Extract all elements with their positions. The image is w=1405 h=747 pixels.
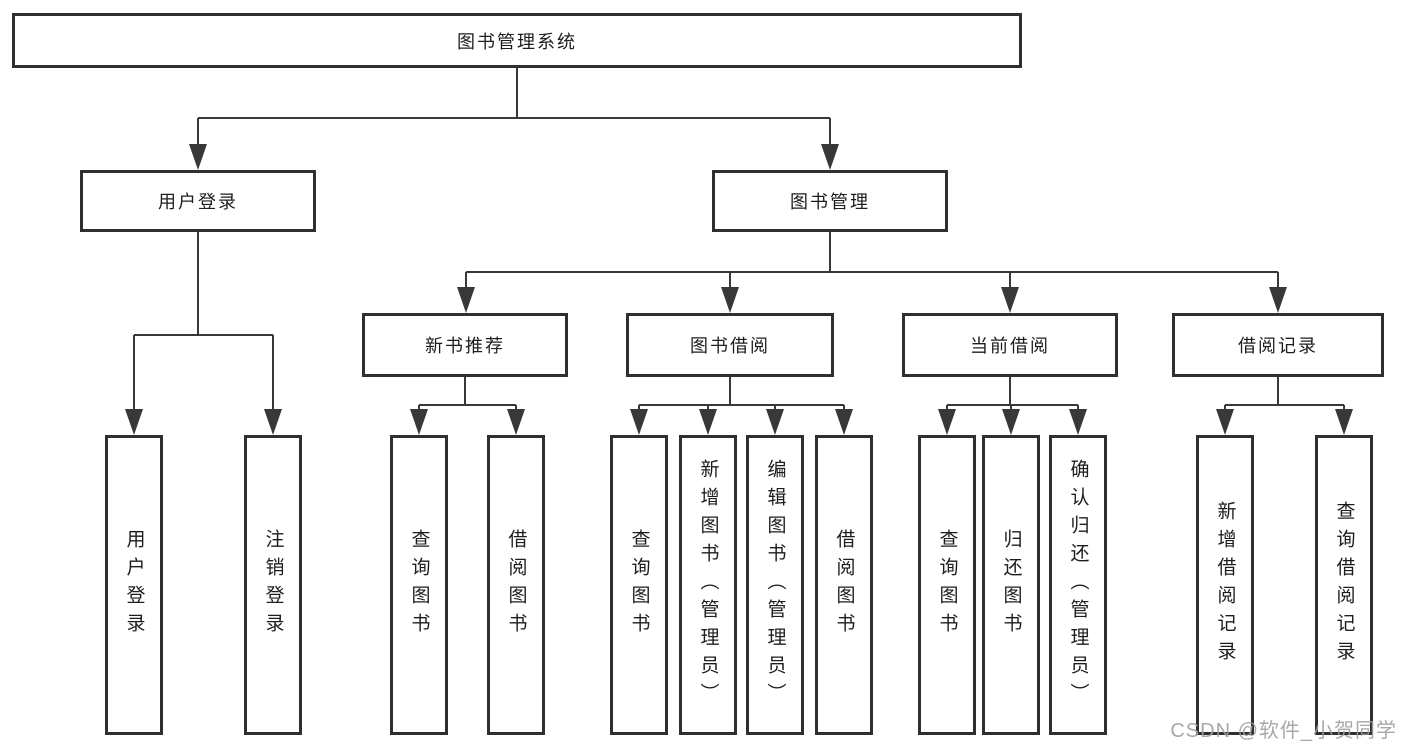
node-label-new-book-recommend: 新书推荐 — [425, 336, 505, 356]
connector-bookborrow-to-leaves — [638, 377, 845, 411]
leaf-label-query-borrow-record: 查询借阅记录 — [1333, 501, 1355, 669]
leaf-label-query-books-current: 查询图书 — [936, 529, 958, 641]
leaf-query-borrow-record: 查询借阅记录 — [1315, 435, 1373, 735]
leaf-label-confirm-return-admin: 确认归还（管理员） — [1067, 459, 1089, 711]
leaf-borrow-books-recommend: 借阅图书 — [487, 435, 545, 735]
node-label-user-login: 用户登录 — [158, 192, 238, 212]
node-label-root: 图书管理系统 — [457, 31, 577, 52]
leaf-add-book-admin: 新增图书（管理员） — [679, 435, 737, 735]
node-label-book-management: 图书管理 — [790, 192, 870, 212]
connector-borrowrecords-to-leaves — [1224, 377, 1345, 411]
leaf-label-logout: 注销登录 — [262, 529, 284, 641]
node-book-management: 图书管理 — [712, 170, 948, 232]
leaf-add-borrow-record: 新增借阅记录 — [1196, 435, 1254, 735]
node-label-borrow-records: 借阅记录 — [1238, 336, 1318, 356]
leaf-label-borrow-books-recommend: 借阅图书 — [505, 529, 527, 641]
node-library-management-system: 图书管理系统 — [12, 13, 1022, 68]
leaf-label-borrow-books: 借阅图书 — [833, 529, 855, 641]
leaf-edit-book-admin: 编辑图书（管理员） — [746, 435, 804, 735]
leaf-label-add-book-admin: 新增图书（管理员） — [697, 459, 719, 711]
leaf-logout: 注销登录 — [244, 435, 302, 735]
leaf-label-query-books-borrow: 查询图书 — [628, 529, 650, 641]
leaf-label-user-login: 用户登录 — [123, 529, 145, 641]
leaf-query-books-borrow: 查询图书 — [610, 435, 668, 735]
leaf-query-books-current: 查询图书 — [918, 435, 976, 735]
leaf-label-query-books-recommend: 查询图书 — [408, 529, 430, 641]
leaf-label-add-borrow-record: 新增借阅记录 — [1214, 501, 1236, 669]
node-current-borrow: 当前借阅 — [902, 313, 1118, 377]
connector-newbook-to-leaves — [418, 377, 517, 411]
node-user-login: 用户登录 — [80, 170, 316, 232]
connector-bookmgmt-to-level3 — [465, 232, 1279, 289]
watermark: CSDN @软件_小贺同学 — [1170, 720, 1397, 742]
arrowheads — [125, 144, 1353, 435]
connector-currentborrow-to-leaves — [946, 377, 1079, 411]
node-label-current-borrow: 当前借阅 — [970, 336, 1050, 356]
node-new-book-recommend: 新书推荐 — [362, 313, 568, 377]
node-label-book-borrow: 图书借阅 — [690, 336, 770, 356]
connector-root-to-level2 — [197, 68, 831, 146]
leaf-confirm-return-admin: 确认归还（管理员） — [1049, 435, 1107, 735]
node-borrow-records: 借阅记录 — [1172, 313, 1384, 377]
leaf-query-books-recommend: 查询图书 — [390, 435, 448, 735]
leaf-return-books: 归还图书 — [982, 435, 1040, 735]
node-book-borrow: 图书借阅 — [626, 313, 834, 377]
connector-userlogin-to-leaves — [133, 232, 274, 411]
leaf-label-edit-book-admin: 编辑图书（管理员） — [764, 459, 786, 711]
leaf-borrow-books: 借阅图书 — [815, 435, 873, 735]
leaf-label-return-books: 归还图书 — [1000, 529, 1022, 641]
leaf-user-login: 用户登录 — [105, 435, 163, 735]
